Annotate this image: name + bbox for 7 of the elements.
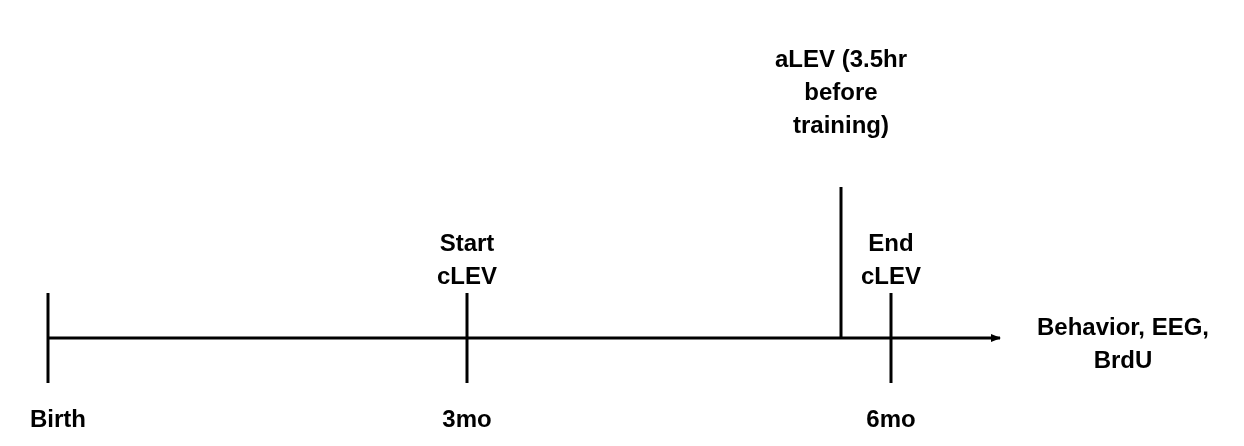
event-label: aLEV (3.5hr before training) — [773, 44, 908, 140]
tick-label: 6mo — [865, 404, 917, 434]
tick-label: 3mo — [441, 404, 493, 434]
tick-label: Birth — [30, 404, 87, 434]
outcome-label: Behavior, EEG, BrdU — [1035, 312, 1211, 375]
event-label: Start cLEV — [436, 228, 498, 291]
event-label: End cLEV — [860, 228, 922, 291]
